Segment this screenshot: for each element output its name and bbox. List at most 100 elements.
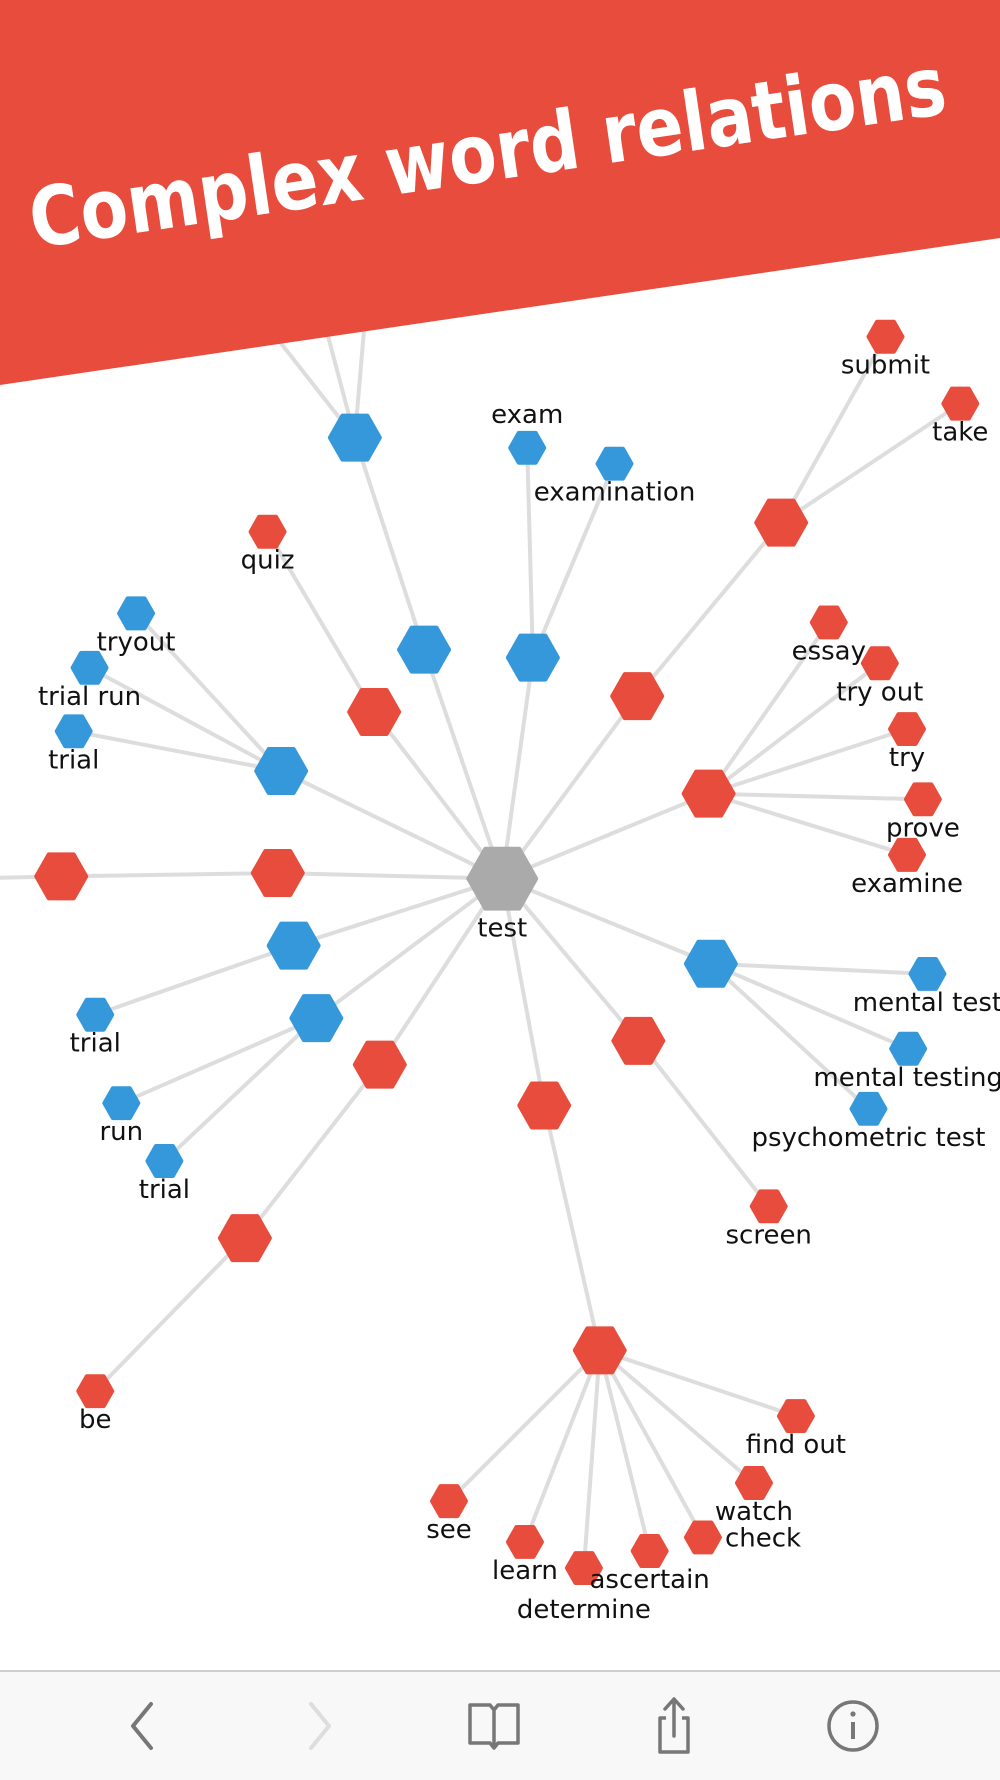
- node-label: trial run: [38, 682, 141, 712]
- node-hub[interactable]: [254, 746, 309, 795]
- node-label: see: [426, 1515, 472, 1545]
- node-hub[interactable]: [327, 413, 382, 462]
- node-label: examine: [851, 869, 963, 899]
- node-try[interactable]: [888, 712, 927, 746]
- graph-edge: [94, 943, 295, 1017]
- node-hub[interactable]: [517, 1081, 572, 1130]
- info-button[interactable]: [821, 1694, 885, 1758]
- graph-edge: [280, 769, 504, 881]
- node-tryout[interactable]: [117, 596, 156, 631]
- graph-edge: [708, 791, 923, 802]
- node-hub[interactable]: [611, 1016, 666, 1065]
- node-label: test: [477, 914, 527, 944]
- node-hub[interactable]: [681, 769, 736, 818]
- node-prove[interactable]: [903, 782, 942, 817]
- back-button[interactable]: [111, 1694, 175, 1758]
- node-hub[interactable]: [754, 498, 809, 547]
- node-exam[interactable]: [508, 430, 547, 465]
- graph-edge: [447, 1348, 602, 1503]
- node-screen[interactable]: [749, 1189, 788, 1224]
- graph-edge: [542, 1104, 602, 1351]
- node-psychometric-test[interactable]: [849, 1091, 888, 1126]
- graph-edge: [598, 1349, 705, 1539]
- graph-edge: [501, 791, 710, 881]
- node-label: mental testing: [813, 1063, 1000, 1093]
- node-label: try out: [836, 677, 923, 707]
- graph-edge: [378, 877, 504, 1066]
- graph-edge: [523, 1349, 602, 1543]
- node-hub[interactable]: [250, 849, 305, 898]
- node-try-out[interactable]: [860, 646, 899, 681]
- node-hub[interactable]: [266, 921, 321, 970]
- node-label: run: [99, 1117, 143, 1147]
- node-watch[interactable]: [734, 1466, 773, 1500]
- node-label: determine: [517, 1595, 651, 1625]
- node-hub[interactable]: [505, 633, 560, 682]
- node-submit[interactable]: [866, 319, 905, 354]
- browser-toolbar: [0, 1670, 1000, 1780]
- node-run[interactable]: [102, 1086, 141, 1121]
- node-label: trial: [70, 1029, 121, 1059]
- node-hub[interactable]: [572, 1326, 627, 1375]
- node-label: exam: [491, 400, 563, 430]
- node-label: trial: [139, 1175, 190, 1205]
- graph-edge: [500, 694, 639, 880]
- node-trial-run[interactable]: [70, 650, 109, 685]
- node-label: quiz: [241, 546, 295, 576]
- node-label: check: [725, 1523, 801, 1553]
- node-label: psychometric test: [751, 1123, 985, 1153]
- node-hub[interactable]: [34, 852, 89, 901]
- node-mental-testing[interactable]: [889, 1031, 928, 1066]
- node-learn[interactable]: [505, 1524, 544, 1559]
- node-hub[interactable]: [610, 672, 665, 721]
- node-determine[interactable]: [564, 1551, 603, 1585]
- share-button[interactable]: [642, 1694, 706, 1758]
- node-hub[interactable]: [347, 688, 402, 737]
- graph-edge: [243, 1063, 382, 1240]
- graph-edge: [120, 1016, 318, 1106]
- node-label: mental test: [853, 988, 1000, 1018]
- bookmarks-button[interactable]: [462, 1694, 526, 1758]
- node-trial[interactable]: [76, 997, 115, 1032]
- graph-edge: [706, 621, 831, 795]
- node-label: be: [79, 1405, 112, 1435]
- graph-edge: [315, 877, 504, 1020]
- graph-edge: [73, 729, 282, 773]
- node-check[interactable]: [683, 1520, 722, 1555]
- node-mental-test[interactable]: [908, 956, 947, 991]
- node-label: tryout: [97, 627, 176, 657]
- node-ascertain[interactable]: [630, 1534, 669, 1568]
- node-see[interactable]: [429, 1484, 468, 1519]
- graph-edge: [500, 877, 640, 1043]
- node-essay[interactable]: [809, 605, 848, 640]
- graph-edge: [134, 612, 283, 773]
- node-label: learn: [492, 1556, 558, 1586]
- node-hub[interactable]: [397, 625, 452, 674]
- node-be[interactable]: [76, 1374, 115, 1409]
- node-trial[interactable]: [145, 1144, 184, 1178]
- node-trial[interactable]: [54, 714, 93, 749]
- node-label: try: [889, 743, 925, 773]
- node-label: screen: [725, 1220, 811, 1250]
- node-find-out[interactable]: [776, 1399, 815, 1434]
- graph-edges: [0, 316, 962, 1569]
- graph-edge: [93, 1236, 247, 1393]
- node-label: examination: [534, 478, 696, 508]
- node-hub[interactable]: [352, 1040, 407, 1089]
- forward-button[interactable]: [287, 1694, 351, 1758]
- graph-edge: [707, 727, 908, 796]
- node-take[interactable]: [941, 386, 980, 421]
- node-hub[interactable]: [683, 939, 738, 988]
- node-quiz[interactable]: [248, 514, 287, 549]
- graph-edge: [352, 437, 426, 651]
- book-icon: [468, 1703, 520, 1750]
- share-icon: [658, 1697, 690, 1754]
- node-label: essay: [792, 636, 866, 666]
- graph-edge: [163, 1016, 318, 1163]
- node-examination[interactable]: [595, 446, 634, 481]
- node-examine[interactable]: [888, 837, 927, 872]
- node-hub[interactable]: [289, 994, 344, 1043]
- node-hub[interactable]: [217, 1214, 272, 1263]
- node-test[interactable]: [466, 846, 539, 911]
